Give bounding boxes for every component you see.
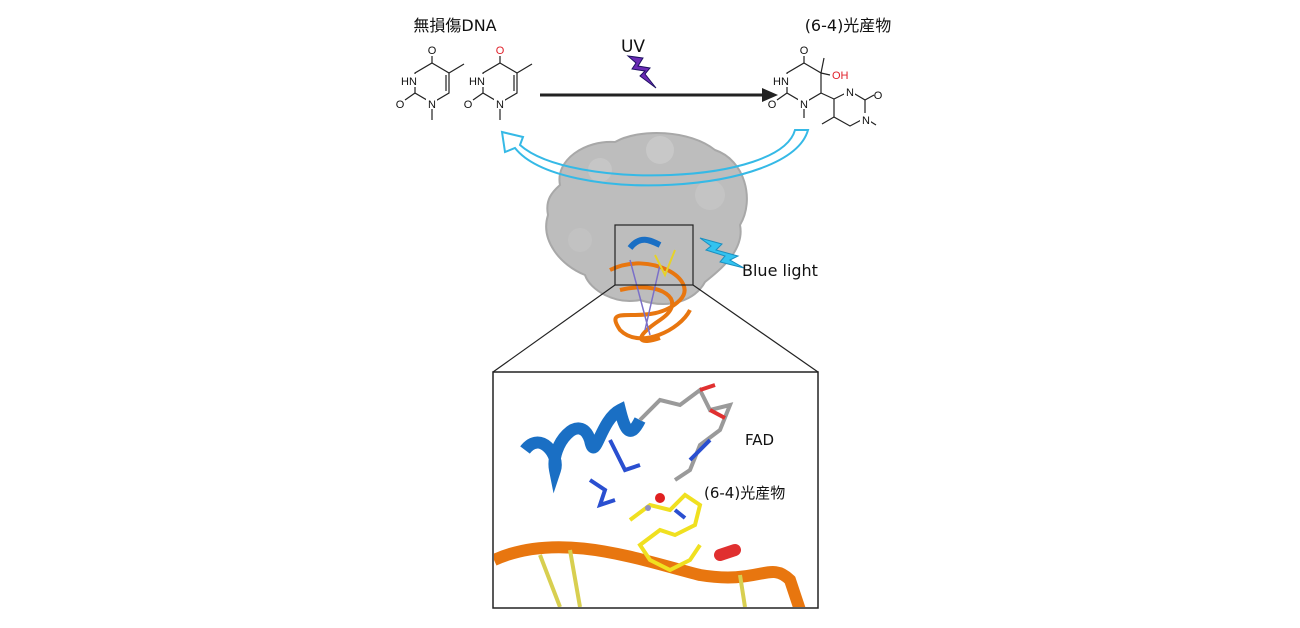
blue-light-lightning-icon <box>699 237 745 269</box>
svg-text:O: O <box>464 99 473 111</box>
thymine-structure-2: O HN N O <box>464 45 533 120</box>
svg-text:O: O <box>496 45 505 57</box>
dna-helix <box>609 259 692 343</box>
photoproduct-structure: O HN OH N O N O N <box>768 45 883 127</box>
photolyase-protein-surface <box>545 132 748 305</box>
svg-text:N: N <box>862 115 870 127</box>
photoproduct-molecule <box>628 492 703 573</box>
svg-text:HN: HN <box>469 76 485 88</box>
inset-product-label: (6-4)光産物 <box>704 484 785 502</box>
zoom-region-box <box>614 224 694 286</box>
thymine-structure-1: O HN N O <box>396 45 465 120</box>
svg-text:O: O <box>800 45 809 57</box>
svg-text:HN: HN <box>401 76 417 88</box>
uv-lightning-icon <box>626 55 657 89</box>
svg-text:O: O <box>396 99 405 111</box>
svg-text:O: O <box>768 99 777 111</box>
undamaged-dna-label: 無損傷DNA <box>413 16 496 35</box>
svg-text:N: N <box>428 99 436 111</box>
blue-light-label: Blue light <box>742 261 818 280</box>
svg-text:N: N <box>800 99 808 111</box>
uv-label: UV <box>621 37 645 57</box>
svg-text:O: O <box>428 45 437 57</box>
svg-text:HN: HN <box>773 76 789 88</box>
svg-text:OH: OH <box>832 70 849 82</box>
svg-text:N: N <box>846 87 854 99</box>
active-site-inset: FAD (6-4)光産物 <box>492 371 819 609</box>
reaction-arrow <box>540 88 778 102</box>
svg-text:O: O <box>874 90 883 102</box>
protein-helix <box>520 401 646 494</box>
svg-text:N: N <box>496 99 504 111</box>
product-label: (6-4)光産物 <box>805 16 892 35</box>
repair-cycle-arrow <box>500 129 810 187</box>
fad-label: FAD <box>745 431 774 449</box>
